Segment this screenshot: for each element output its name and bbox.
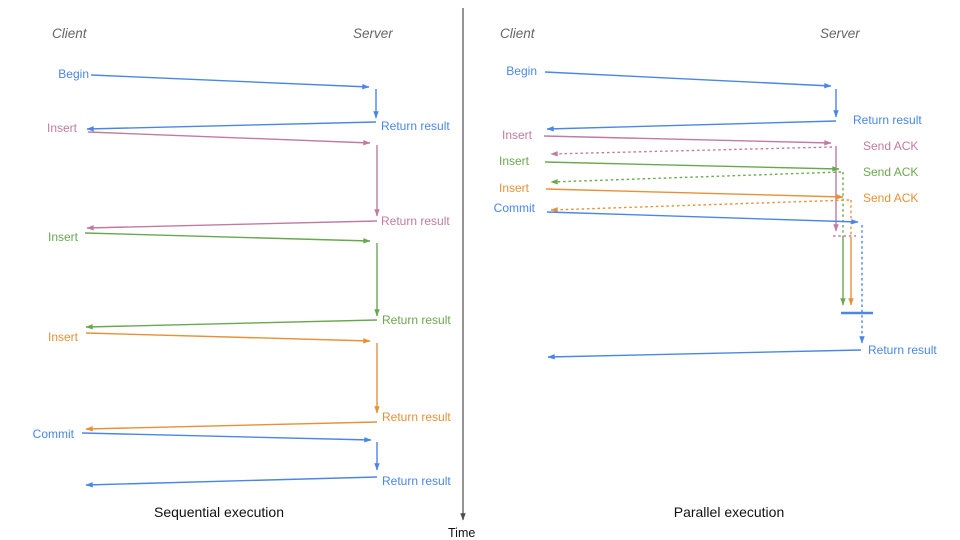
sequential-label-insert-3: Insert: [48, 330, 79, 344]
parallel-begin-request: [544, 71, 832, 89]
sequential-label-begin: Begin: [58, 67, 89, 81]
sequential-header-client: Client: [52, 26, 88, 41]
sequential-insert1-request: [87, 131, 371, 146]
parallel-commit-request: [546, 211, 859, 225]
sequential-label-return-result-3: Return result: [382, 313, 451, 327]
parallel-label-commit: Commit: [494, 201, 536, 215]
sequential-insert1-return: [86, 220, 378, 231]
parallel-header-client: Client: [500, 26, 536, 41]
parallel-title: Parallel execution: [674, 504, 785, 520]
parallel-insert1-ack: [550, 146, 833, 157]
parallel-insert3-ack: [550, 199, 850, 213]
sequential-commit-return: [85, 476, 378, 488]
parallel-header-server: Server: [820, 26, 860, 41]
parallel-label-return-result-1: Return result: [853, 113, 922, 127]
parallel-begin-return: [546, 120, 837, 132]
parallel-insert2-request: [544, 161, 840, 172]
sequential-begin-return: [86, 121, 377, 132]
parallel-label-begin: Begin: [506, 64, 537, 78]
sequential-insert3-return: [85, 421, 378, 432]
sequential-label-commit: Commit: [33, 427, 75, 441]
time-axis: Time: [448, 8, 475, 540]
parallel-label-send-ack-2: Send ACK: [863, 165, 918, 179]
parallel-label-send-ack-1: Send ACK: [863, 139, 918, 153]
time-axis-label: Time: [448, 526, 475, 540]
parallel-insert2-ack: [550, 171, 842, 185]
sequential-label-return-result-5: Return result: [382, 474, 451, 488]
sequential-insert2-request: [84, 232, 371, 244]
sequential-title: Sequential execution: [154, 504, 284, 520]
sequential-header-server: Server: [353, 26, 393, 41]
parallel-label-send-ack-3: Send ACK: [863, 191, 918, 205]
sequential-insert2-return: [85, 319, 378, 330]
sequential-commit-request: [81, 432, 372, 443]
sequential-label-return-result-1: Return result: [381, 119, 450, 133]
sequential-label-return-result-2: Return result: [381, 214, 450, 228]
parallel-label-insert-2: Insert: [499, 154, 530, 168]
parallel-insert3-request: [545, 188, 844, 200]
parallel-label-insert-1: Insert: [502, 128, 533, 142]
parallel-label-return-result-2: Return result: [868, 343, 937, 357]
parallel-final-return: [547, 349, 862, 360]
sequential-begin-request: [90, 74, 370, 90]
sequential-insert3-request: [85, 332, 371, 344]
parallel-insert1-request: [543, 135, 832, 146]
sequential-label-insert-2: Insert: [48, 230, 79, 244]
sequential-label-insert-1: Insert: [47, 121, 78, 135]
sequential-label-return-result-4: Return result: [382, 410, 451, 424]
parallel-label-insert-3: Insert: [499, 181, 530, 195]
